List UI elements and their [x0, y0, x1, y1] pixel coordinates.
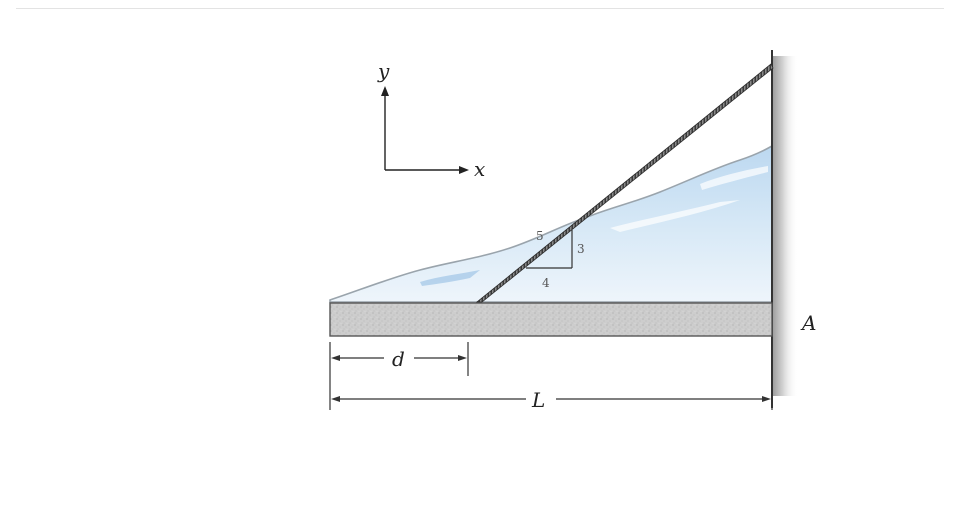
slope-triangle: 5 3 4 — [526, 229, 585, 290]
dimension-d: d — [329, 342, 469, 410]
wall-shadow — [772, 56, 798, 396]
dimension-l-label: L — [531, 388, 545, 412]
dimension-arrow-icon — [331, 355, 340, 361]
coordinate-axes: y x — [377, 59, 485, 181]
slope-run-label: 4 — [542, 276, 550, 290]
dimension-arrow-icon — [458, 355, 467, 361]
water-highlight — [420, 270, 480, 286]
y-axis-arrow-icon — [381, 86, 389, 96]
x-axis-label: x — [474, 157, 485, 181]
top-divider — [16, 8, 944, 9]
dimension-d-label: d — [392, 347, 405, 371]
water-highlight — [610, 200, 740, 232]
x-axis-arrow-icon — [459, 166, 469, 174]
slope-hyp-label: 5 — [536, 229, 544, 243]
dimension-arrow-icon — [331, 396, 340, 402]
water-region — [329, 144, 773, 303]
inclined-gate — [475, 63, 774, 303]
concrete-slab — [329, 302, 773, 337]
point-a-label: A — [800, 311, 816, 335]
water-highlight — [700, 166, 768, 190]
dimension-arrow-icon — [762, 396, 771, 402]
slope-rise-label: 3 — [577, 242, 585, 256]
y-axis-label: y — [377, 59, 390, 83]
dimension-l: L — [331, 388, 773, 412]
